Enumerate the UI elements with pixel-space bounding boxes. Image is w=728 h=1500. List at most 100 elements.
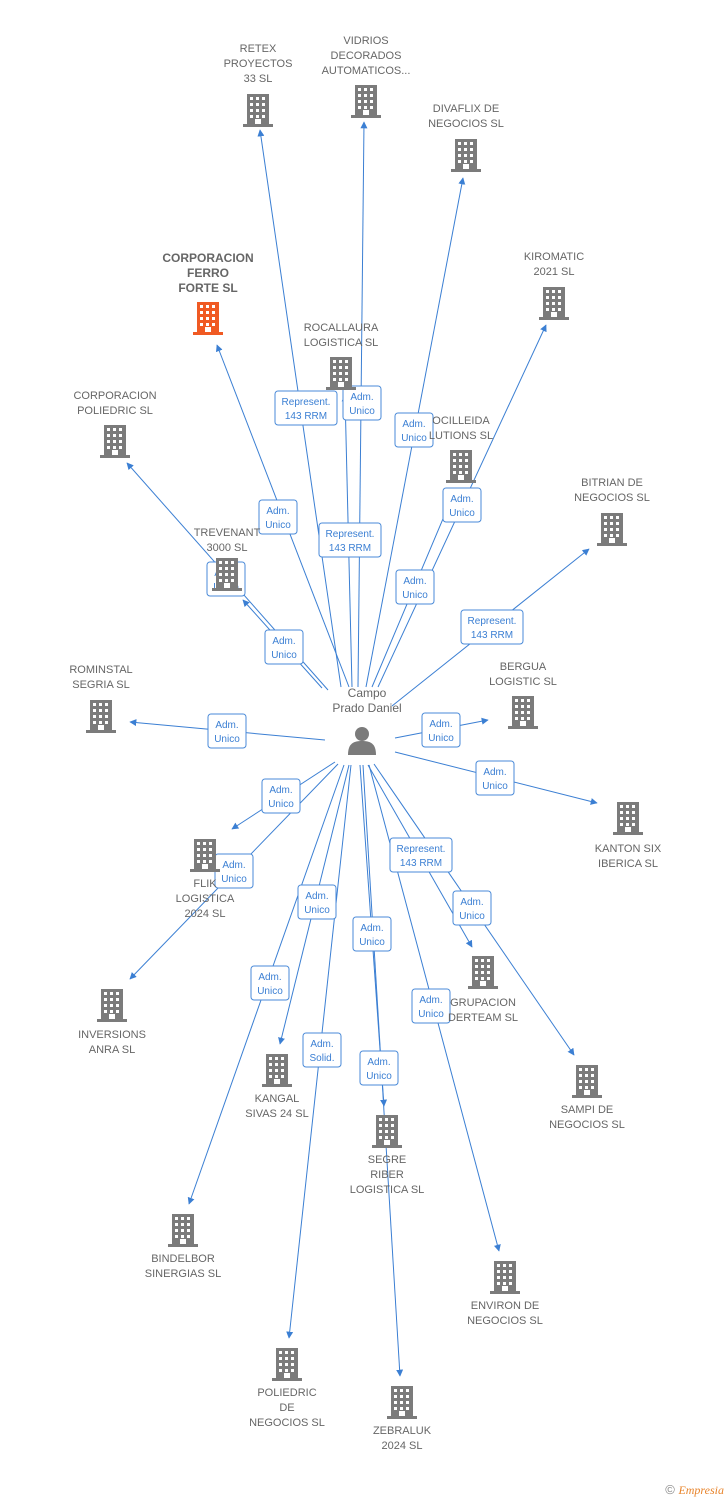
edge-label-bitrian[interactable]: Represent.143 RRM <box>460 609 524 645</box>
edge-label-text: Adm.Unico <box>265 506 291 531</box>
building-icon <box>262 1054 292 1087</box>
edge-label-box <box>475 760 515 796</box>
edge-label-environ[interactable]: Adm.Unico <box>411 988 451 1024</box>
edge-label-kangal[interactable]: Adm.Unico <box>297 884 337 920</box>
edge-label-kiromatic[interactable]: Adm.Unico <box>442 487 482 523</box>
edge-label-zebraluk[interactable]: Adm.Unico <box>359 1050 399 1086</box>
building-icon <box>613 802 643 835</box>
edge-label-segre[interactable]: Adm.Unico <box>352 916 392 952</box>
edge-label-text: Adm.Unico <box>359 923 385 948</box>
edge-label-vidrios[interactable]: Adm.Unico <box>342 385 382 421</box>
building-icon <box>387 1386 417 1419</box>
building-icon <box>326 357 356 390</box>
edge-label-box <box>318 522 382 558</box>
edge-label-box <box>274 390 338 426</box>
building-icon <box>372 1115 402 1148</box>
footer-brand[interactable]: © Empresia <box>665 1482 724 1498</box>
edge-label-box <box>460 609 524 645</box>
edge-label-rominstal[interactable]: Adm.Unico <box>207 713 247 749</box>
building-icon <box>168 1214 198 1247</box>
building-icon <box>597 513 627 546</box>
building-icon <box>86 700 116 733</box>
edge-labels-layer: Represent.143 RRMAdm.UnicoAdm.UnicoAdm.U… <box>206 385 524 1086</box>
edge-label-text: Adm.Unico <box>214 720 240 745</box>
edge-label-text: Adm.Unico <box>401 419 427 444</box>
edge-label-box <box>258 499 298 535</box>
edge-label-rocallaura[interactable]: Represent.143 RRM <box>318 522 382 558</box>
edge-label-ocilleida[interactable]: Adm.Unico <box>395 569 435 605</box>
edge-label-text: Adm.Unico <box>459 897 485 922</box>
building-icon <box>190 839 220 872</box>
edge-label-bergua[interactable]: Adm.Unico <box>421 712 461 748</box>
edge-label-box <box>395 569 435 605</box>
building-icon <box>572 1065 602 1098</box>
edge-label-box <box>442 487 482 523</box>
edge-label-retex[interactable]: Represent.143 RRM <box>274 390 338 426</box>
building-icon <box>351 85 381 118</box>
edge-label-divaflix[interactable]: Adm.Unico <box>394 412 434 448</box>
edge-label-box <box>342 385 382 421</box>
edge-label-text: Adm.Unico <box>271 636 297 661</box>
edge-label-flik[interactable]: Adm.Unico <box>261 778 301 814</box>
building-icon <box>451 139 481 172</box>
edge-label-box <box>394 412 434 448</box>
edge-label-poliedric[interactable]: Adm.Solid. <box>302 1032 342 1068</box>
building-icon <box>272 1348 302 1381</box>
edge-label-bindelbor[interactable]: Adm.Unico <box>250 965 290 1001</box>
edge-label-grupacion[interactable]: Represent.143 RRM <box>389 837 453 873</box>
edge-label-kanton[interactable]: Adm.Unico <box>475 760 515 796</box>
edge-label-sampi[interactable]: Adm.Unico <box>452 890 492 926</box>
edge-label-trevenant[interactable]: Adm.Unico <box>264 629 304 665</box>
copyright-symbol: © <box>665 1482 675 1497</box>
edge-label-box <box>389 837 453 873</box>
edge-label-text: Adm.Unico <box>268 785 294 810</box>
edge-label-corp_ferro[interactable]: Adm.Unico <box>258 499 298 535</box>
edge-label-box <box>302 1032 342 1068</box>
building-icon <box>490 1261 520 1294</box>
edge-label-box <box>359 1050 399 1086</box>
brand-logo: Empresia <box>678 1483 724 1497</box>
edge-label-inversions[interactable]: Adm.Unico <box>214 853 254 889</box>
edge-label-text: Represent.143 RRM <box>326 529 375 554</box>
building-icon <box>193 302 223 335</box>
edge-label-text: Adm.Unico <box>366 1057 392 1082</box>
